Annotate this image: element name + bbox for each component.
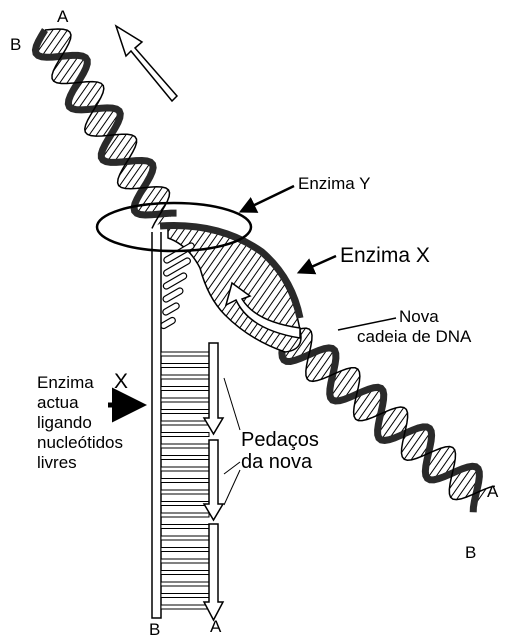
leading-strand-helix (282, 328, 495, 512)
base-pair-rung (161, 479, 209, 483)
enzyme-x-action-line2: actua (37, 393, 79, 412)
base-pair-rung (161, 525, 209, 529)
hollow-arrow-icon (116, 26, 177, 101)
enzyme-x-label: Enzima X (340, 244, 430, 267)
base-pair-rung (161, 536, 209, 540)
enzyme-x-action-line3: ligando (37, 413, 92, 432)
base-pair-rung (161, 467, 209, 471)
base-pair-rung (161, 410, 209, 414)
enzyme-x-action-line4: nucleótidos (37, 433, 123, 452)
enzyme-x-action-line1: Enzima (37, 373, 94, 392)
base-pair-rung (161, 582, 209, 586)
base-pair-rung (161, 548, 209, 552)
base-pair-rung (161, 387, 209, 391)
base-pair-rung (161, 502, 209, 506)
enzyme-x-action-line5: livres (37, 453, 77, 472)
pieces-pointer-lines (224, 378, 240, 505)
base-pair-rung (161, 352, 209, 356)
base-pair-rung (161, 398, 209, 402)
base-pair-rung (161, 594, 209, 598)
base-pair-rung (161, 571, 209, 575)
base-pair-rung (161, 559, 209, 563)
free-nucleotides (160, 242, 196, 330)
enzyme-x-pointer-arrow-icon (300, 256, 336, 272)
bottom-b-label: B (149, 620, 160, 638)
base-pair-rung (161, 421, 209, 425)
base-pair-rung (161, 605, 209, 609)
top-a-label: A (57, 7, 69, 26)
parental-double-helix (35, 29, 176, 228)
base-pair-rung (161, 375, 209, 379)
pieces-label-line2: da nova (241, 451, 313, 473)
new-chain-label-line2: cadeia de DNA (357, 327, 472, 346)
pieces-label-line1: Pedaços (241, 429, 319, 451)
top-b-label: B (10, 35, 21, 54)
enzyme-y-pointer-arrow-icon (242, 186, 294, 211)
bottom-a-label: A (210, 617, 222, 636)
base-pair-rung (161, 364, 209, 368)
base-pair-rung (161, 444, 209, 448)
enzyme-x-action-letter: X (114, 370, 128, 393)
enzyme-y-label: Enzima Y (298, 174, 370, 193)
base-pair-rung (161, 513, 209, 517)
base-pair-rung (161, 456, 209, 460)
base-pair-rung (161, 490, 209, 494)
right-a-label: A (487, 482, 499, 501)
new-chain-label-line1: Nova (399, 307, 439, 326)
base-pair-rung (161, 433, 209, 437)
base-pair-rungs (161, 352, 209, 609)
template-strand-vertical (152, 232, 161, 618)
right-b-label: B (465, 543, 476, 562)
